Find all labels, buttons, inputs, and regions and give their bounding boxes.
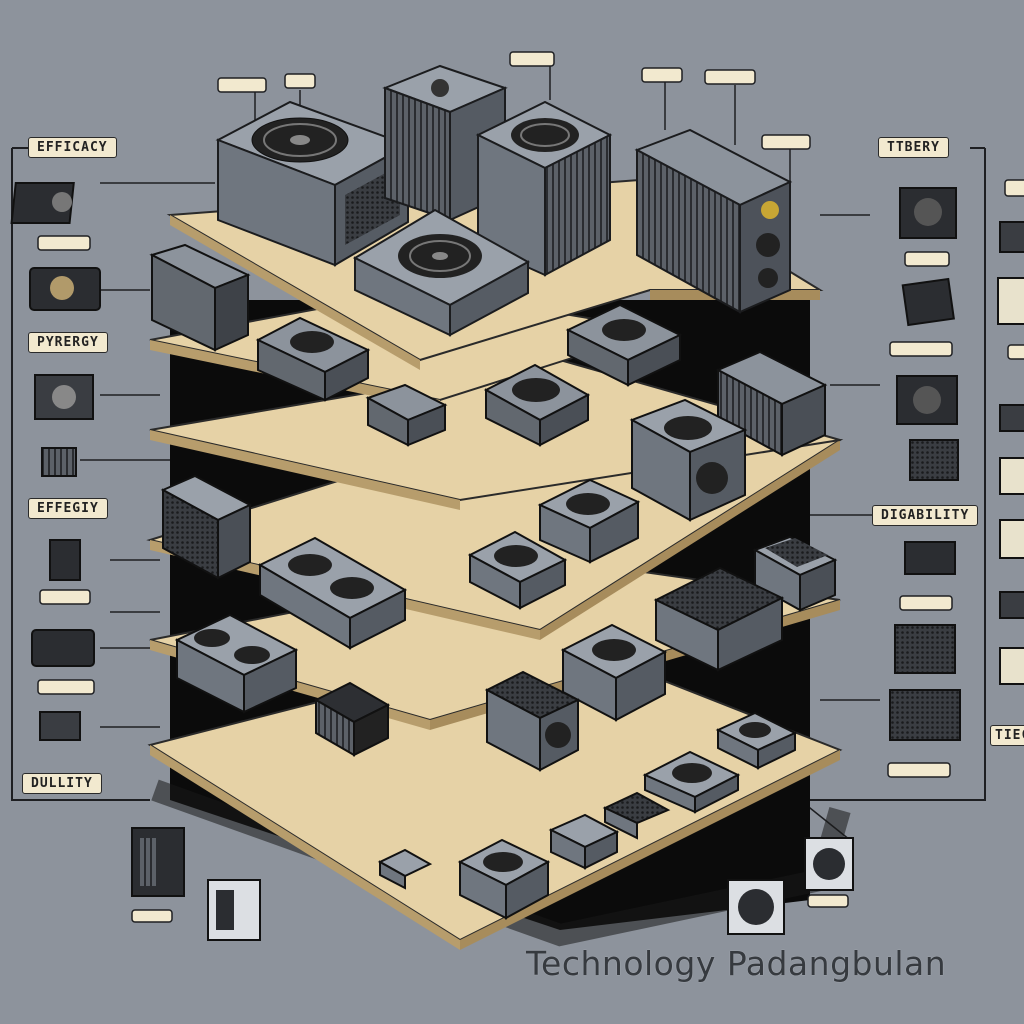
watermark-text: Technology Padangbulan xyxy=(526,944,947,983)
tag-chips xyxy=(37,51,1024,923)
label-pyrergy: PYRERGY xyxy=(28,332,108,353)
psu-bottom-a xyxy=(715,711,798,770)
psu-bottom-b xyxy=(642,750,741,814)
psu-bottom-d xyxy=(548,813,620,870)
psu-top-right xyxy=(634,128,793,314)
psu-top-front xyxy=(352,208,531,337)
left-bracket xyxy=(11,147,150,801)
psu-shelf4-left xyxy=(160,474,253,580)
psu-shelf4-front xyxy=(467,530,568,610)
left-side-icons xyxy=(10,182,261,941)
label-ttbery: TTBERY xyxy=(878,137,949,158)
psu-shelf5-block xyxy=(313,681,391,757)
psu-top-mid xyxy=(475,100,613,277)
psu-shelf2-left xyxy=(149,243,251,352)
psu-shelf3-cube xyxy=(629,398,748,522)
right-bracket xyxy=(800,147,986,801)
power-supply-units xyxy=(149,64,838,920)
label-tiec: TIEC xyxy=(990,725,1024,746)
psu-shelf4-double xyxy=(257,536,408,650)
psu-bottom-c xyxy=(602,791,671,840)
psu-shelf4-meshbox xyxy=(653,566,785,672)
label-effegiy: EFFEGIY xyxy=(28,498,108,519)
psu-shelf4-mid xyxy=(537,478,641,564)
psu-shelf5-mid xyxy=(560,623,668,722)
psu-shelf3-c xyxy=(715,350,828,457)
psu-shelf2-b xyxy=(565,303,683,387)
psu-shelf5-double xyxy=(174,613,299,714)
psu-bottom-e xyxy=(457,838,551,920)
label-digability: DIGABILITY xyxy=(872,505,979,526)
psu-bottom-f xyxy=(377,848,433,890)
label-efficacy: EFFICACY xyxy=(28,137,117,158)
psu-shelf2-a xyxy=(255,316,371,402)
label-dullity: DULLITY xyxy=(22,773,102,794)
psu-shelf3-b xyxy=(483,363,591,447)
right-side-icons xyxy=(727,187,1024,935)
psu-shelf5-cube xyxy=(484,670,581,772)
psu-shelf3-a xyxy=(365,383,448,447)
psu-shelf4-right xyxy=(752,535,838,612)
